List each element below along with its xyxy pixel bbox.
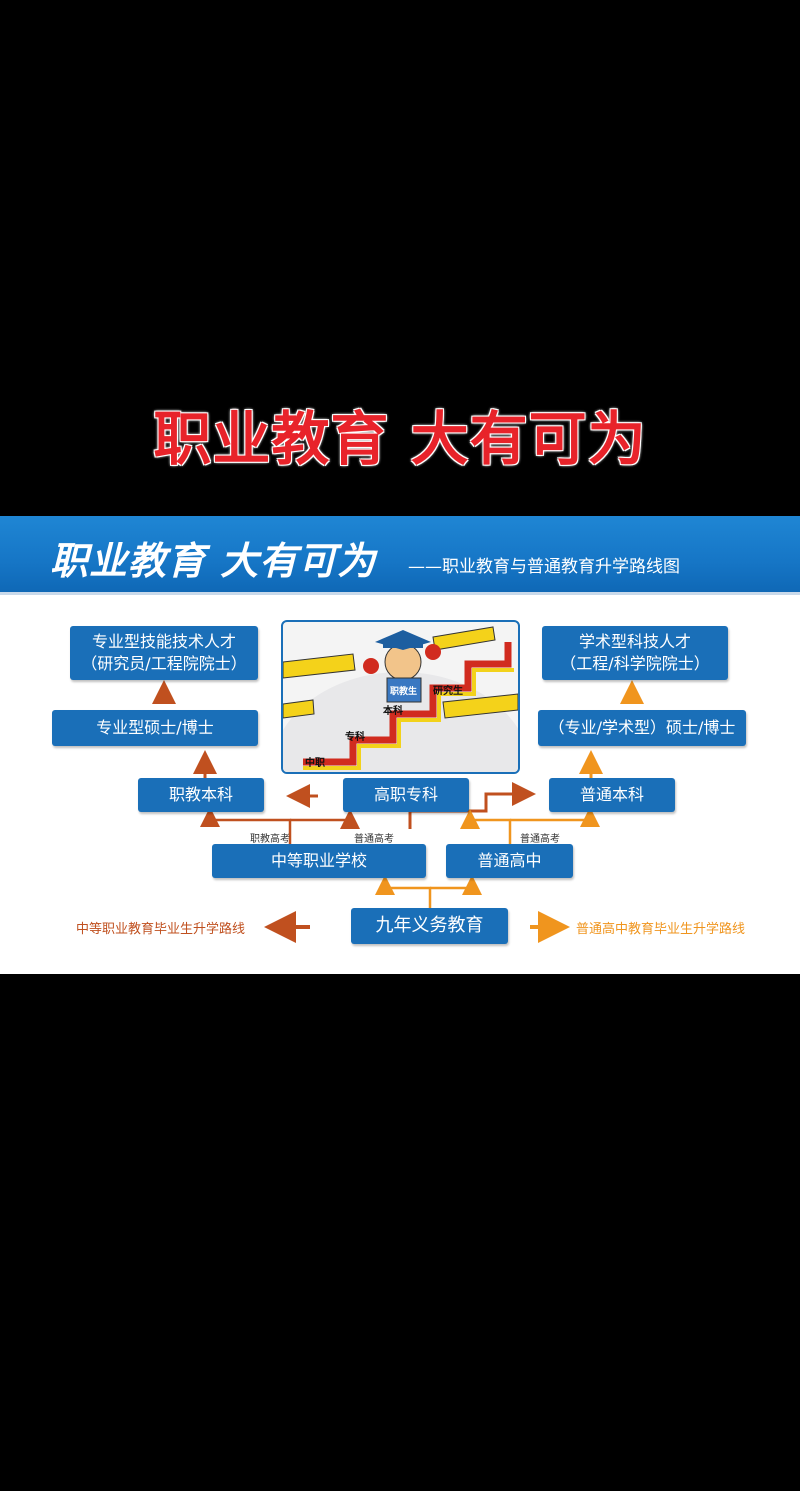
banner-subtitle: ——职业教育与普通教育升学路线图 [408, 557, 680, 577]
box-academic-talent: 学术型科技人才 （工程/科学院院士） [542, 626, 728, 680]
arrow-jiunian-branches [375, 875, 432, 908]
box-vocational-bachelor-label: 职教本科 [168, 785, 233, 805]
box-secondary-vocational-label: 中等职业学校 [270, 851, 367, 871]
box-general-high-school-label: 普通高中 [477, 851, 542, 871]
box-higher-vocational-label: 高职专科 [373, 785, 438, 805]
banner-title: 职业教育 大有可为 [50, 539, 377, 583]
box-nine-year-education-label: 九年义务教育 [375, 914, 484, 936]
illustration-label-junior-college: 专科 [345, 732, 365, 743]
box-academic-talent-line2: （工程/科学院院士） [560, 654, 710, 673]
banner: 职业教育 大有可为 ——职业教育与普通教育升学路线图 [0, 516, 800, 595]
box-general-high-school: 普通高中 [446, 844, 573, 878]
box-secondary-vocational: 中等职业学校 [212, 844, 426, 878]
box-general-bachelor: 普通本科 [549, 778, 675, 812]
illustration-label-bachelor: 本科 [383, 706, 403, 717]
note-vocational-exam: 职教高考 [250, 834, 290, 845]
note-general-exam-right: 普通高考 [520, 834, 560, 845]
note-general-exam-left: 普通高考 [354, 834, 394, 845]
box-general-bachelor-label: 普通本科 [579, 785, 644, 805]
box-academic-master-doctor: （专业/学术型）硕士/博士 [538, 710, 746, 746]
box-professional-master-doctor-label: 专业型硕士/博士 [96, 718, 214, 738]
box-skilled-talent-line2: （研究员/工程院院士） [81, 654, 247, 673]
illustration-label-badge: 职教生 [390, 687, 418, 697]
box-academic-master-doctor-label: （专业/学术型）硕士/博士 [548, 718, 736, 738]
legend-general-route: 普通高中教育毕业生升学路线 [576, 922, 746, 937]
arrow-gaozhi-to-putong-benke [408, 782, 536, 829]
box-skilled-talent: 专业型技能技术人才 （研究员/工程院院士） [70, 626, 258, 680]
slide: 职业教育 大有可为 ——职业教育与普通教育升学路线图 [0, 516, 800, 974]
box-vocational-bachelor: 职教本科 [138, 778, 264, 812]
route-arrows [152, 680, 644, 943]
staircase-illustration [283, 626, 518, 772]
overlay-title: 职业教育 大有可为 [153, 405, 647, 473]
illustration-frame: 研究生 本科 专科 中职 职教生 [281, 620, 520, 774]
illustration-label-graduate: 研究生 [433, 686, 463, 697]
box-professional-master-doctor: 专业型硕士/博士 [52, 710, 258, 746]
arrow-gaozhong-branches [460, 809, 512, 844]
box-academic-talent-line1: 学术型科技人才 [578, 632, 691, 652]
box-nine-year-education: 九年义务教育 [351, 908, 508, 944]
legend-vocational-route: 中等职业教育毕业生升学路线 [76, 922, 246, 937]
box-skilled-talent-line1: 专业型技能技术人才 [91, 632, 236, 652]
illustration-label-secondary: 中职 [305, 758, 325, 769]
box-higher-vocational: 高职专科 [343, 778, 469, 812]
